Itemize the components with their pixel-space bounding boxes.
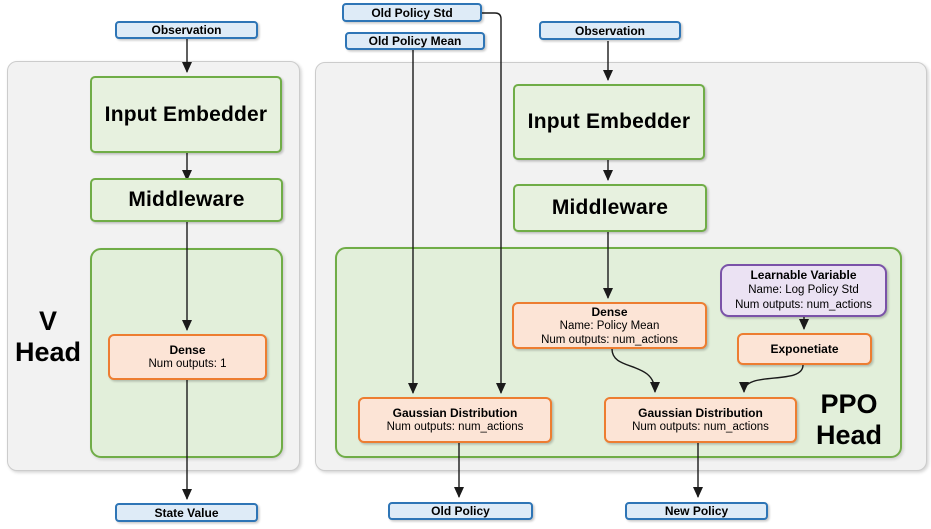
node-observation-right: Observation xyxy=(539,21,681,40)
node-v-middleware-label: Middleware xyxy=(128,188,245,211)
node-v-middleware: Middleware xyxy=(90,178,283,222)
node-ppo-dense-title: Dense xyxy=(591,304,628,319)
node-gaussian-old-line2: Num outputs: num_actions xyxy=(386,421,524,433)
node-learnable-variable-title: Learnable Variable xyxy=(750,268,857,282)
node-state-value: State Value xyxy=(115,503,258,522)
ppo-head-label-line2: Head xyxy=(815,420,883,450)
node-ppo-dense-line3: Num outputs: num_actions xyxy=(541,333,678,346)
node-new-policy: New Policy xyxy=(625,502,768,520)
node-observation-right-label: Observation xyxy=(574,23,646,38)
node-old-policy-label: Old Policy xyxy=(431,504,490,518)
node-v-dense-line2: Num outputs: 1 xyxy=(148,358,227,370)
node-gaussian-old-title: Gaussian Distribution xyxy=(392,406,518,420)
node-ppo-dense: Dense Name: Policy Mean Num outputs: num… xyxy=(512,302,707,349)
node-gaussian-new-title: Gaussian Distribution xyxy=(638,406,763,420)
node-exponetiate-label: Exponetiate xyxy=(770,342,839,356)
node-old-policy-std-label: Old Policy Std xyxy=(371,5,453,20)
node-gaussian-new-line2: Num outputs: num_actions xyxy=(632,421,769,433)
node-old-policy-mean: Old Policy Mean xyxy=(345,32,485,50)
node-v-input-embedder: Input Embedder xyxy=(90,76,282,153)
v-head-label-line2: Head xyxy=(14,337,82,367)
ppo-head-label: PPO Head xyxy=(800,389,898,451)
node-exponetiate: Exponetiate xyxy=(737,333,872,365)
node-state-value-label: State Value xyxy=(154,505,219,520)
node-learnable-variable-line3: Num outputs: num_actions xyxy=(735,299,872,311)
node-ppo-middleware-label: Middleware xyxy=(551,196,669,219)
node-v-input-embedder-label: Input Embedder xyxy=(104,102,268,126)
node-gaussian-distribution-new: Gaussian Distribution Num outputs: num_a… xyxy=(604,397,797,443)
node-learnable-variable-line2: Name: Log Policy Std xyxy=(748,284,859,296)
node-ppo-dense-line2: Name: Policy Mean xyxy=(559,319,660,332)
node-v-dense-title: Dense xyxy=(169,343,206,357)
node-ppo-input-embedder-label: Input Embedder xyxy=(527,110,691,133)
node-ppo-middleware: Middleware xyxy=(513,184,707,232)
node-v-dense: Dense Num outputs: 1 xyxy=(108,334,267,380)
node-observation-left: Observation xyxy=(115,21,258,39)
node-observation-left-label: Observation xyxy=(151,23,222,37)
node-gaussian-distribution-old: Gaussian Distribution Num outputs: num_a… xyxy=(358,397,552,443)
v-head-label-line1: V xyxy=(38,306,57,336)
node-old-policy-std: Old Policy Std xyxy=(342,3,482,22)
node-ppo-input-embedder: Input Embedder xyxy=(513,84,705,160)
v-head-label: V Head xyxy=(6,306,90,368)
node-new-policy-label: New Policy xyxy=(664,504,729,518)
node-old-policy: Old Policy xyxy=(388,502,533,520)
ppo-head-label-line1: PPO xyxy=(820,389,878,419)
node-learnable-variable: Learnable Variable Name: Log Policy Std … xyxy=(720,264,887,317)
node-old-policy-mean-label: Old Policy Mean xyxy=(368,34,462,48)
